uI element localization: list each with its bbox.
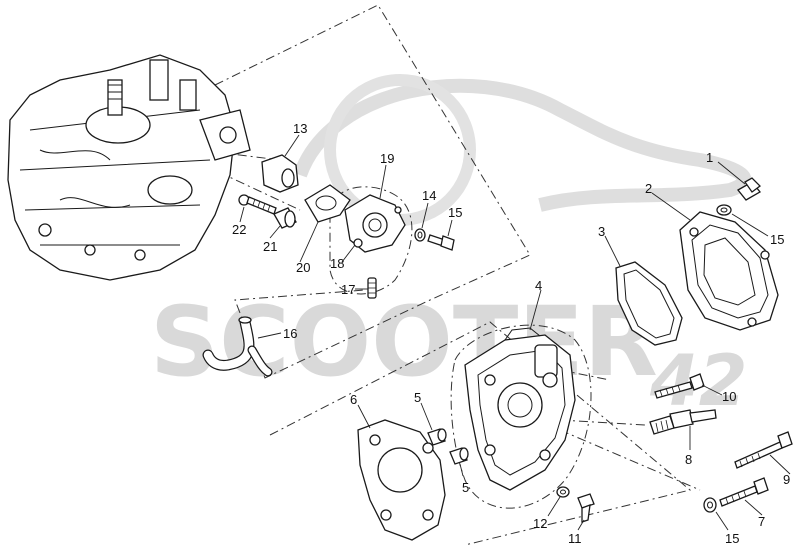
cylinder-head-group-outline: [450, 324, 592, 509]
callout-2: 2: [645, 181, 652, 196]
callout-13: 13: [293, 121, 307, 136]
part-7-bolt: [719, 477, 769, 516]
callout-19: 19: [380, 151, 394, 166]
part-1-bolt: [717, 161, 761, 201]
part-13-cap: [261, 134, 300, 193]
callout-7: 7: [758, 514, 765, 529]
callout-20: 20: [296, 260, 310, 275]
callout-3: 3: [598, 224, 605, 239]
callout-15-upper: 15: [448, 205, 462, 220]
part-5-dowel-lower: [449, 447, 469, 477]
part-10-bolt: [654, 373, 723, 399]
projection-line: [559, 429, 701, 491]
callout-8: 8: [685, 452, 692, 467]
part-17-nipple: [355, 277, 377, 299]
callout-9: 9: [783, 472, 790, 487]
callout-17: 17: [341, 282, 355, 297]
part-8-spark-plug: [649, 409, 717, 450]
watermark-swoosh: [293, 78, 752, 212]
engine-block: [7, 54, 251, 281]
part-11-bolt: [577, 493, 595, 531]
part-4-cylinder-head: [464, 289, 576, 491]
callout-4: 4: [535, 278, 542, 293]
callout-1: 1: [706, 150, 713, 165]
upper-assembly-outline: [214, 4, 531, 379]
part-22-bolt: [238, 194, 277, 223]
callout-15-lower: 15: [725, 531, 739, 546]
callout-12: 12: [533, 516, 547, 531]
watermark-brand: SCOOTER: [150, 286, 658, 398]
callout-14: 14: [422, 188, 436, 203]
part-15-washer-lower: [703, 497, 729, 531]
callout-labels: 1 2 3 4 5 5 6 7 8 9 10 11 12 13 14 15 15…: [232, 121, 790, 546]
callout-18: 18: [330, 256, 344, 271]
part-5-dowel-upper: [420, 402, 447, 446]
part-3-cover-gasket: [604, 235, 683, 346]
part-14-washer: [414, 202, 429, 242]
callout-5-upper: 5: [414, 390, 421, 405]
callout-6: 6: [350, 392, 357, 407]
part-21-sleeve: [269, 207, 297, 239]
part-9-long-bolt: [734, 431, 793, 475]
callout-16: 16: [283, 326, 297, 341]
callout-15-right: 15: [770, 232, 784, 247]
part-12-washer: [547, 486, 570, 517]
part-6-head-gasket: [357, 404, 446, 541]
projection-line: [559, 419, 646, 426]
callout-21: 21: [263, 239, 277, 254]
part-2-head-cover: [651, 192, 779, 331]
part-20-gasket: [299, 184, 351, 263]
part-16-hose: [202, 316, 282, 377]
callout-5-lower: 5: [462, 480, 469, 495]
part-19-thermostat-housing: [341, 164, 406, 263]
callout-22: 22: [232, 222, 246, 237]
callout-11: 11: [568, 531, 582, 546]
part-15-bolt-upper: [427, 219, 455, 251]
callout-10: 10: [722, 389, 736, 404]
part-15-washer-right: [716, 204, 769, 237]
thermostat-group-outline: [329, 186, 413, 295]
